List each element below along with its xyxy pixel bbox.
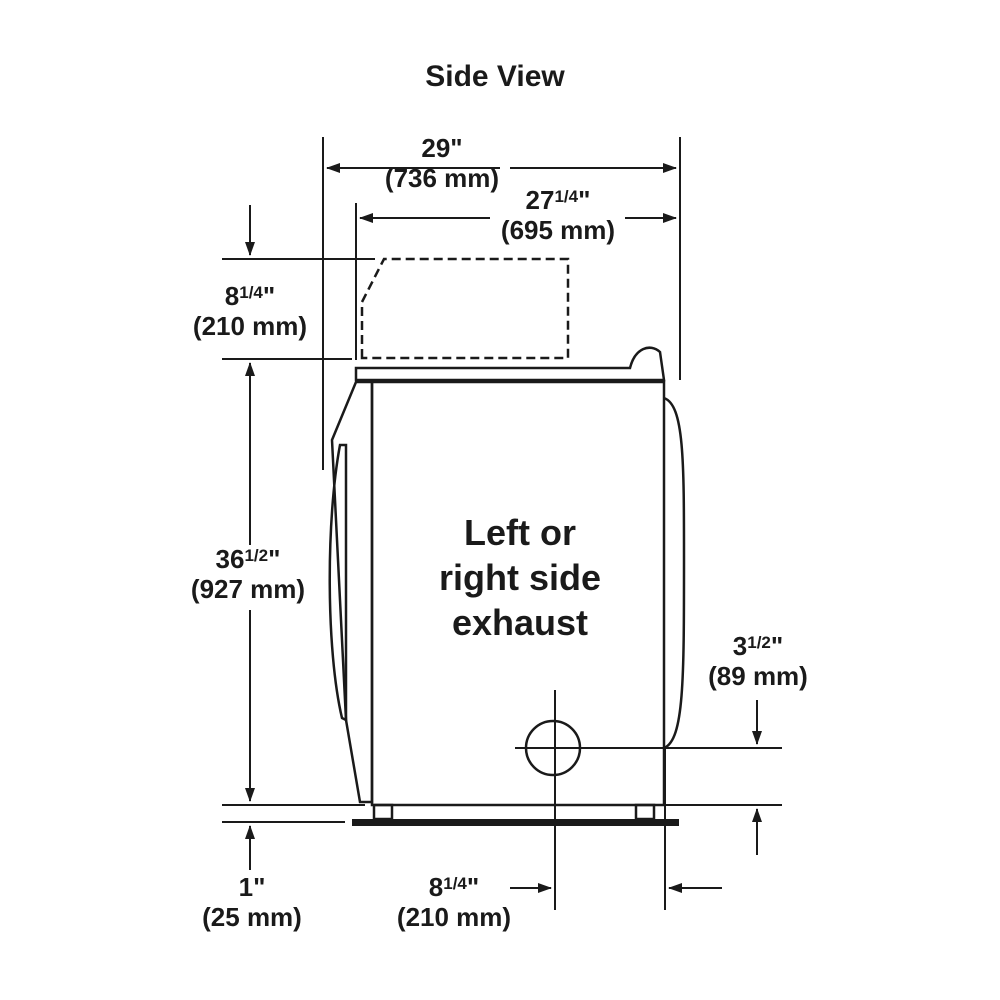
dryer-front-panel (330, 380, 374, 804)
dryer-back-panel (663, 396, 686, 750)
exhaust-label-line-2: right side (438, 557, 602, 598)
dryer-door (328, 443, 348, 723)
dim-exhaust-height: 31/2" (89 mm) (708, 631, 808, 691)
dryer-top-console (354, 346, 666, 382)
dim-leg-height: 1" (25 mm) (202, 872, 302, 932)
dim-overall-depth: 29" (736 mm) (384, 133, 500, 193)
dim-cabinet-depth: 271/4" (695 mm) (500, 185, 616, 245)
floor-line (352, 819, 679, 826)
dim-height: 361/2" (927 mm) (190, 544, 306, 604)
rear-leg (634, 803, 656, 821)
exhaust-port (524, 719, 582, 777)
exhaust-label-line-3: exhaust (451, 602, 589, 643)
diagram-title: Side View (425, 60, 565, 93)
exhaust-label-line-1: Left or (464, 512, 576, 553)
top-clearance-outline (360, 257, 570, 360)
exhaust-label: Left or right side exhaust (400, 510, 640, 645)
dim-top-clearance: 81/4" (210 mm) (192, 281, 308, 341)
front-leg (372, 803, 394, 821)
dim-exhaust-offset: 81/4" (210 mm) (396, 872, 512, 932)
